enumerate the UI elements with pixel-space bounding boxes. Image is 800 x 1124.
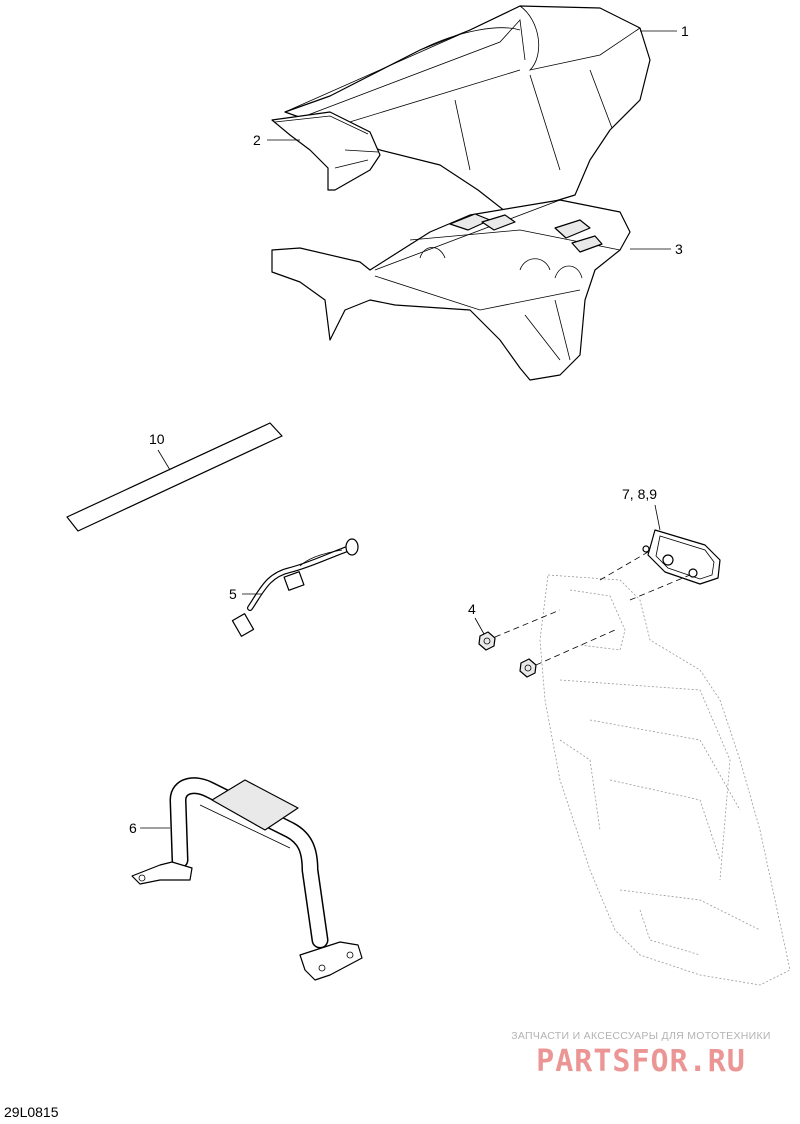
- watermark-tagline: ЗАПЧАСТИ И АКСЕССУАРЫ ДЛЯ МОТОТЕХНИКИ: [511, 1030, 771, 1042]
- callout-3: 3: [675, 241, 683, 257]
- nuts: [478, 631, 537, 678]
- strip: [66, 422, 283, 532]
- callout-5: 5: [229, 586, 237, 602]
- seat-cushion: [284, 5, 651, 216]
- callout-2: 2: [253, 132, 261, 148]
- callout-10: 10: [149, 431, 165, 447]
- callout-1: 1: [681, 23, 689, 39]
- assembly-lines: [494, 551, 691, 666]
- leader-lines: [140, 30, 677, 829]
- wiring-harness: [231, 538, 359, 637]
- grab-handle: [131, 777, 363, 981]
- taillight: [642, 529, 721, 585]
- rear-fender-outline: [539, 574, 791, 986]
- seat-base: [271, 199, 631, 381]
- drawing-code: 29L0815: [4, 1104, 59, 1120]
- watermark: ЗАПЧАСТИ И АКСЕССУАРЫ ДЛЯ МОТОТЕХНИКИ PA…: [488, 1030, 794, 1079]
- callout-6: 6: [129, 820, 137, 836]
- front-seat-bracket: [271, 111, 381, 191]
- callout-4: 4: [468, 601, 476, 617]
- watermark-logo: PARTSFOR.RU: [536, 1044, 746, 1079]
- callout-7-8-9: 7, 8,9: [622, 486, 657, 502]
